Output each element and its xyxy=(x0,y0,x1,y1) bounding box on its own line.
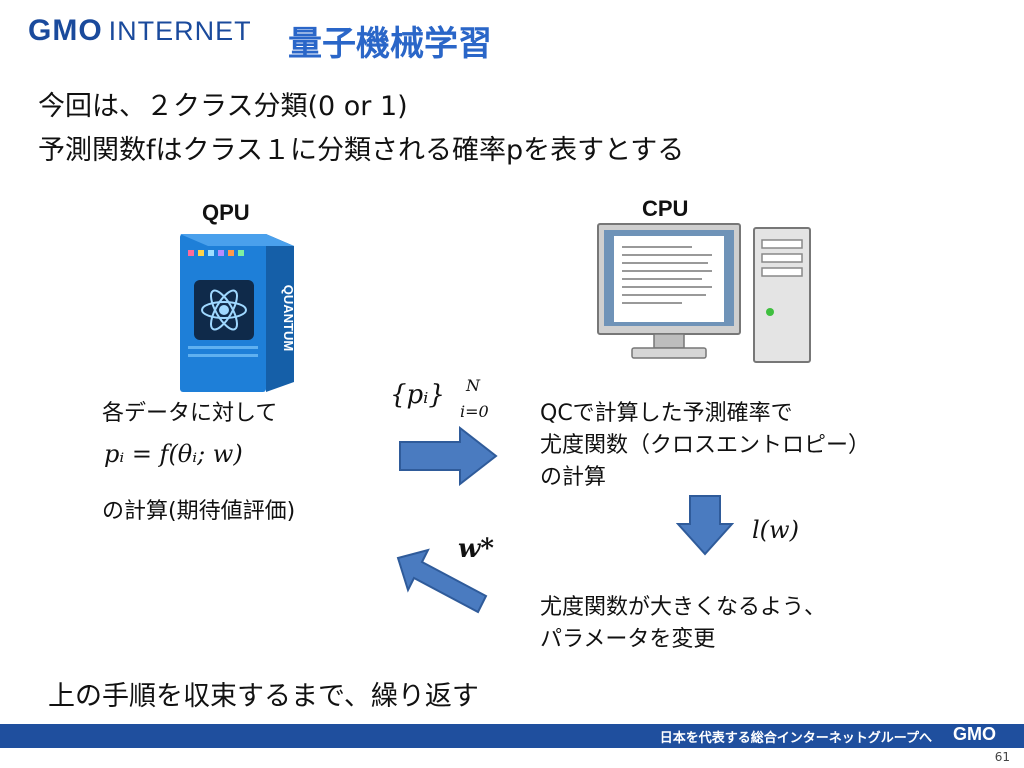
step-likelihood-text-1: QCで計算した予測確率で xyxy=(540,401,793,426)
set-superscript: N xyxy=(466,376,480,395)
step-compute-text-2: の計算(期待値評価) xyxy=(102,499,296,524)
page-number: 61 xyxy=(994,750,1010,764)
conclusion-text: 上の手順を収束するまで、繰り返す xyxy=(48,681,479,712)
step-update-text-1: 尤度関数が大きくなるよう、 xyxy=(540,595,827,620)
footer-gmo-logo: GMO xyxy=(953,724,996,744)
set-subscript: i=0 xyxy=(460,402,489,421)
footer-tagline: 日本を代表する総合インターネットグループへ xyxy=(659,731,932,746)
step-update-text-2: パラメータを変更 xyxy=(540,627,716,652)
slide-title: 量子機械学習 xyxy=(288,24,492,64)
step-likelihood-text-2: 尤度関数（クロスエントロピー） xyxy=(540,433,871,458)
logo-internet-text: INTERNET xyxy=(108,15,252,46)
loss-formula: l(w) xyxy=(752,516,799,544)
diagonal-arrow-icon xyxy=(396,548,488,614)
qpu-brand-text: QUANTUM xyxy=(281,285,296,351)
set-main: {pᵢ} xyxy=(390,380,445,410)
right-arrow-icon xyxy=(399,426,498,486)
prediction-formula: pᵢ = f(θᵢ; w) xyxy=(104,440,243,468)
cpu-label: CPU xyxy=(642,196,689,221)
cpu-illustration-icon xyxy=(597,223,811,363)
qpu-label: QPU xyxy=(202,200,250,225)
down-arrow-icon xyxy=(676,495,734,556)
step-likelihood-text-3: の計算 xyxy=(540,465,607,490)
step-compute-text-1: 各データに対して xyxy=(102,401,278,426)
qpu-illustration-icon: QUANTUM xyxy=(180,234,296,392)
gmo-internet-logo: GMO INTERNET xyxy=(28,14,252,48)
intro-line-1: 今回は、２クラス分類(0 or 1) xyxy=(38,91,408,122)
probability-set-formula: {pᵢ} N i=0 xyxy=(390,376,489,421)
logo-gmo-text: GMO xyxy=(28,14,103,47)
optimal-weights-formula: w* xyxy=(458,534,494,564)
footer-bar xyxy=(0,724,1024,748)
intro-line-2: 予測関数fはクラス１に分類される確率pを表すとする xyxy=(38,135,685,166)
